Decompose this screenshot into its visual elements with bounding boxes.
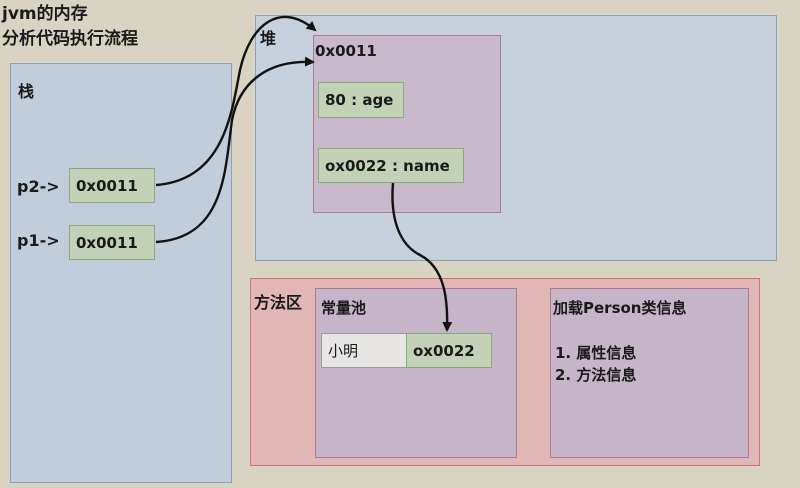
constant-pool [315,288,517,458]
string-address-cell: ox0022 [406,333,492,368]
class-info-title: 加载Person类信息 [553,299,687,317]
field-name-cell: ox0022 : name [318,148,464,183]
person-object [313,35,501,213]
p2-to-object-arrow [155,15,317,187]
field-age-cell: 80 : age [318,82,404,118]
heap-label: 堆 [260,29,277,48]
class-info-box [550,288,749,458]
class-info-item-1: 1. 属性信息 [555,344,637,362]
method-area-label: 方法区 [254,293,303,312]
title-line-2: 分析代码执行流程 [2,29,138,49]
name-to-string-arrow [391,182,453,332]
p1-to-object-arrow [155,56,315,244]
class-info-list: 1. 属性信息 2. 方法信息 [555,342,636,386]
stack-label: 栈 [18,82,35,101]
p2-label: p2-> [17,177,60,196]
diagram-title: jvm的内存 分析代码执行流程 [2,2,138,52]
constant-pool-label: 常量池 [321,299,367,317]
title-line-1: jvm的内存 [2,4,88,24]
stack-region [10,63,232,483]
p1-reference-cell: 0x0011 [69,225,155,260]
object-address: 0x0011 [315,42,377,60]
class-info-item-2: 2. 方法信息 [555,366,637,384]
p1-label: p1-> [17,231,60,250]
p2-reference-cell: 0x0011 [69,168,155,203]
